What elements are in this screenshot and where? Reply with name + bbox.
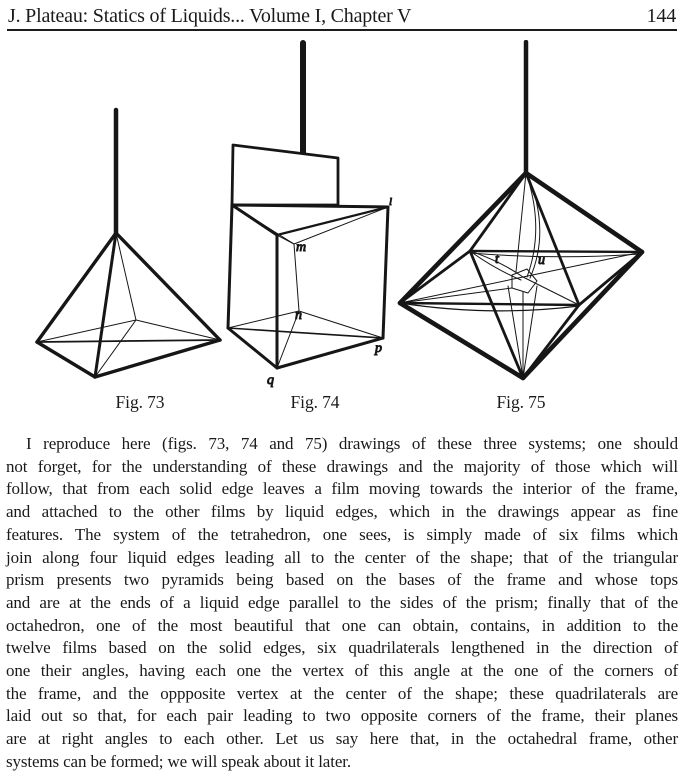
running-head-title: J. Plateau: Statics of Liquids... Volume… — [8, 5, 412, 27]
body-line: and attached to the other films by liqui… — [6, 502, 678, 522]
body-line: I reproduce here (figs. 73, 74 and 75) d… — [26, 434, 678, 453]
fig75-label-t: t — [495, 252, 500, 267]
fig75-caption: Fig. 75 — [496, 392, 546, 412]
body-line: prism presents two pyramids being based … — [6, 570, 678, 590]
fig74-caption: Fig. 74 — [290, 392, 340, 412]
fig74-label-l: l — [389, 196, 392, 208]
body-line: the frame, and the oppposite vertex at t… — [6, 683, 678, 703]
fig74-label-q: q — [267, 373, 274, 388]
fig74-plate — [230, 143, 340, 207]
body-line: and are at the ends of a liquid edge par… — [6, 592, 678, 612]
paragraph: I reproduce here (figs. 73, 74 and 75) d… — [6, 433, 678, 774]
page-number: 144 — [646, 5, 677, 27]
fig75-octahedron-drawing: t u — [397, 40, 645, 381]
body-line: join along four liquid edges leading all… — [6, 547, 678, 567]
body-line: follow, that from each solid edge leaves… — [6, 479, 678, 499]
body-line: systems can be formed; we will speak abo… — [6, 751, 351, 771]
fig73-tetrahedron-drawing — [35, 107, 222, 379]
body-line: laid out so that, for each pair leading … — [6, 706, 678, 726]
body-line: not forget, for the understanding of the… — [6, 456, 678, 476]
fig74-label-m: m — [296, 240, 306, 255]
running-head: J. Plateau: Statics of Liquids... Volume… — [7, 5, 677, 29]
body-line: octahedron, one of the most beautiful th… — [6, 615, 678, 635]
header-rule — [7, 29, 677, 31]
body-line: are at right angles to each other. Let u… — [6, 729, 678, 749]
fig75-label-u: u — [538, 253, 545, 268]
fig74-label-p: p — [374, 341, 382, 356]
body-line: features. The system of the tetrahedron,… — [6, 524, 678, 544]
body-line: one their angles, having each one the ve… — [6, 661, 678, 681]
figures-illustration: l m n p q — [35, 40, 645, 389]
fig73-caption: Fig. 73 — [115, 392, 165, 412]
body-line: twelve films based on the solid edges, s… — [6, 638, 678, 658]
fig74-label-n: n — [295, 308, 302, 323]
fig74-prism-drawing: l m n p q — [226, 40, 393, 389]
